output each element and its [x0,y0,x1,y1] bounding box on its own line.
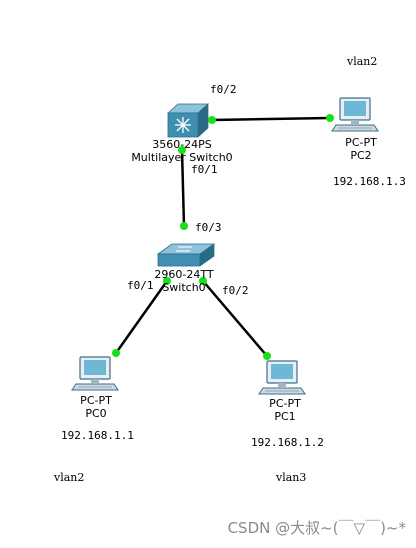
link-ml-pc2[interactable] [211,116,331,122]
port-dot-switch-f0-1 [163,277,171,285]
port-label-ml-f0-1: f0/1 [191,163,218,176]
port-label-switch-f0-1: f0/1 [127,279,154,292]
pc0-ip-label: 192.168.1.1 [61,429,134,442]
multilayer-switch-icon[interactable] [166,103,210,138]
switch-icon[interactable] [156,243,216,267]
pc1-vlan-label: vlan3 [276,471,307,484]
port-label-switch-f0-2: f0/2 [222,284,249,297]
pc1-name-label: PC1 [274,410,296,423]
link-switch-pc1[interactable] [202,280,268,357]
pc0-name-label: PC0 [85,407,107,420]
pc1-type-label: PC-PT [269,397,301,410]
multilayer-switch-model-label: 3560-24PS [152,138,212,151]
port-dot-switch-f0-2 [199,277,207,285]
port-dot-ml-f0-1 [178,146,186,154]
pc2-type-label: PC-PT [345,136,377,149]
port-dot-pc2 [326,114,334,122]
port-dot-ml-f0-2 [208,116,216,124]
link-ml-switch[interactable] [180,149,186,227]
port-dot-pc0 [112,349,120,357]
port-dot-switch-f0-3 [180,222,188,230]
port-dot-pc1 [263,352,271,360]
multilayer-switch-name-label: Multilayer Switch0 [131,151,233,164]
pc2-vlan-label: vlan2 [347,55,378,68]
pc2-name-label: PC2 [350,149,372,162]
switch-model-label: 2960-24TT [154,268,214,281]
pc0-icon[interactable] [71,356,119,391]
switch-name-label: Switch0 [162,281,206,294]
pc0-vlan-label: vlan2 [54,471,85,484]
pc0-type-label: PC-PT [80,394,112,407]
pc1-icon[interactable] [258,360,306,395]
pc2-icon[interactable] [331,97,379,132]
watermark: CSDN @大叔~(￣▽￣)~* [227,519,406,537]
port-label-switch-f0-3: f0/3 [195,221,222,234]
link-switch-pc0[interactable] [114,280,169,354]
pc2-ip-label: 192.168.1.3 [333,175,406,188]
pc1-ip-label: 192.168.1.2 [251,436,324,449]
port-label-ml-f0-2: f0/2 [210,83,237,96]
